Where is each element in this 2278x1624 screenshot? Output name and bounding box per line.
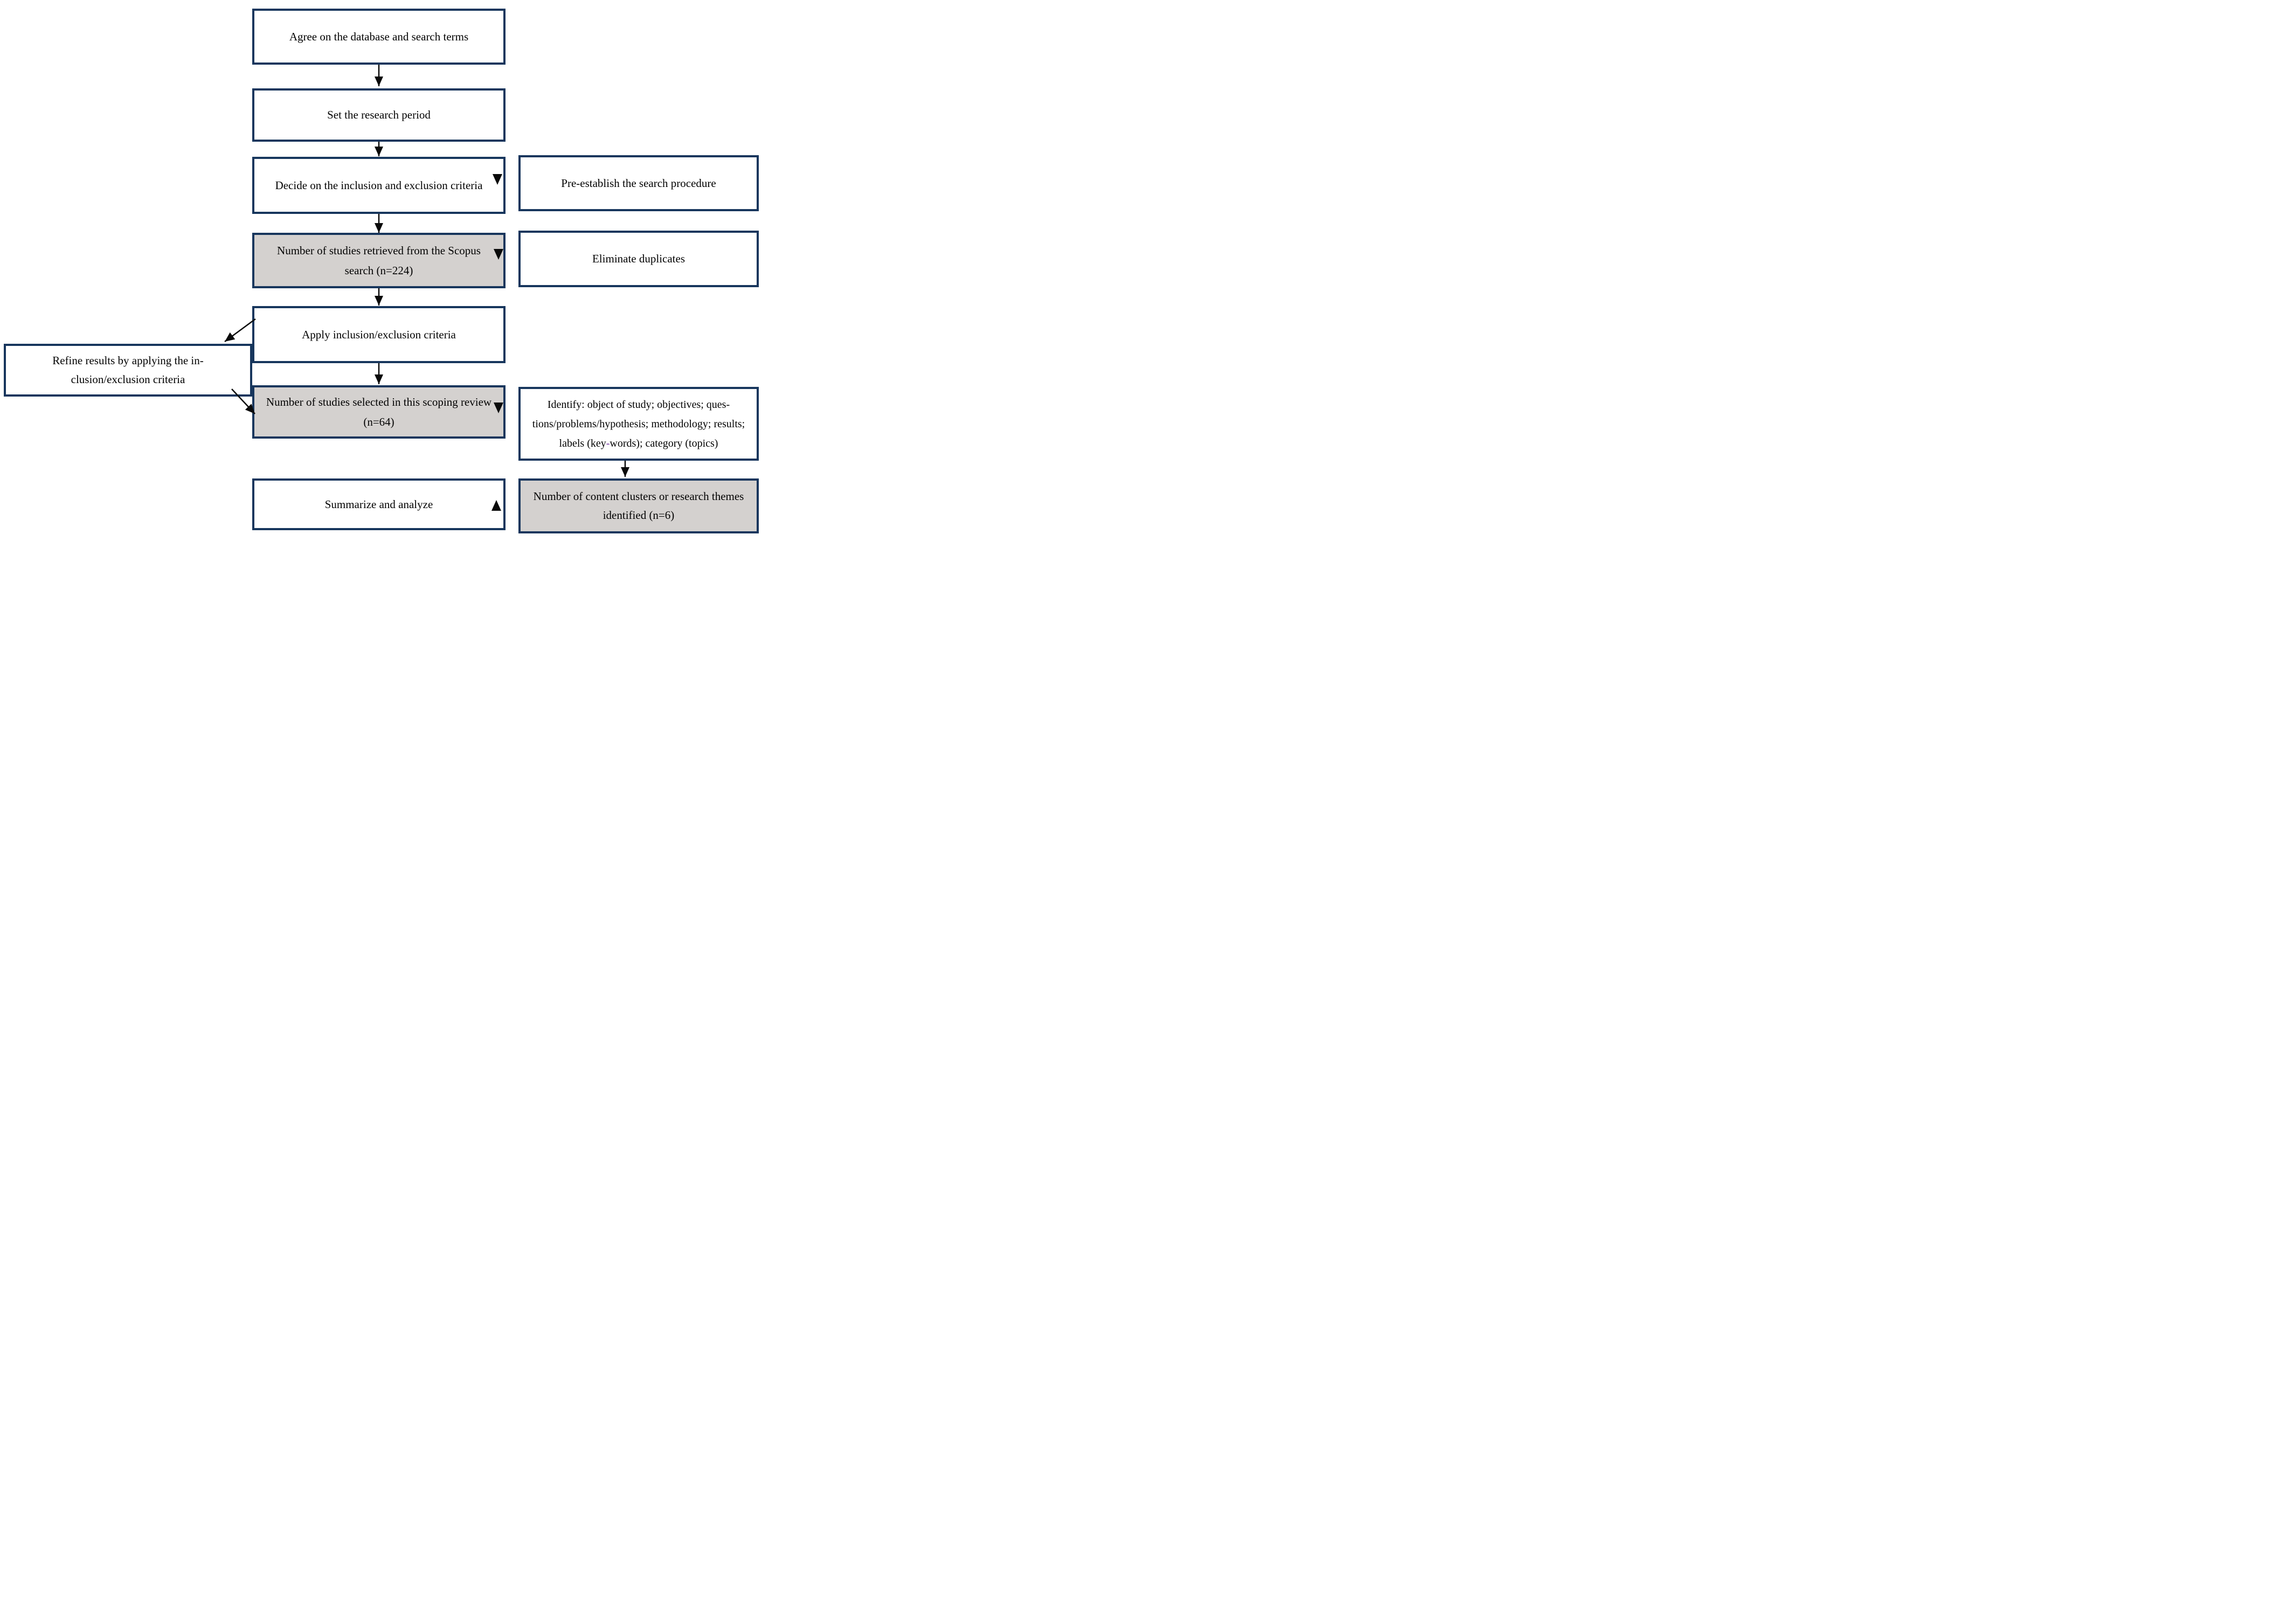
- arrow-apply-to-refine: [224, 318, 256, 343]
- box-label-line3: labels (key-words); category (topics): [559, 434, 718, 453]
- box-content-clusters-n6: Number of content clusters or research t…: [518, 478, 759, 533]
- box-label-line3-right: words); category (topics): [610, 437, 718, 449]
- box-label-line2: identified (n=6): [603, 509, 675, 522]
- box-label-line2: (n=64): [363, 415, 394, 428]
- box-label-line2: search (n=224): [344, 263, 413, 277]
- box-label-line1: Number of content clusters or research t…: [533, 490, 744, 503]
- keywords-hyphen: -: [606, 437, 610, 449]
- box-label: Apply inclusion/exclusion criteria: [302, 328, 456, 341]
- box-label: Summarize and analyze: [324, 497, 433, 511]
- box-eliminate-duplicates: Eliminate duplicates: [518, 231, 759, 287]
- box-label-line2: clusion/exclusion criteria: [71, 373, 185, 386]
- box-label-line3-left: labels (key: [559, 437, 606, 449]
- arrowhead-down-icon: [494, 402, 503, 413]
- box-decide-criteria: Decide on the inclusion and exclusion cr…: [252, 157, 506, 214]
- box-identify-elements: Identify: object of study; objectives; q…: [518, 387, 759, 461]
- box-refine-results: Refine results by applying the in- clusi…: [4, 344, 252, 397]
- box-label-line1: Refine results by applying the in-: [52, 354, 204, 367]
- box-label-line2: tions/problems/hypothesis; methodology; …: [532, 418, 745, 430]
- box-apply-criteria: Apply inclusion/exclusion criteria: [252, 306, 506, 363]
- arrowhead-up-icon: [491, 500, 501, 511]
- arrowhead-down-icon: [493, 174, 502, 185]
- box-summarize-analyze: Summarize and analyze: [252, 478, 506, 530]
- box-label: Decide on the inclusion and exclusion cr…: [275, 178, 483, 192]
- box-label-line1: Number of studies selected in this scopi…: [266, 395, 492, 408]
- box-label-line1: Identify: object of study; objectives; q…: [547, 398, 730, 411]
- box-set-research-period: Set the research period: [252, 88, 506, 142]
- scoping-review-flowchart: Agree on the database and search terms S…: [0, 0, 759, 542]
- box-studies-retrieved-n224: Number of studies retrieved from the Sco…: [252, 233, 506, 288]
- box-agree-database-terms: Agree on the database and search terms: [252, 9, 506, 65]
- box-label-line1: Number of studies retrieved from the Sco…: [277, 244, 481, 257]
- arrowhead-down-icon: [494, 249, 503, 260]
- box-pre-establish-procedure: Pre-establish the search procedure: [518, 155, 759, 211]
- box-label: Agree on the database and search terms: [289, 30, 469, 43]
- box-studies-selected-n64: Number of studies selected in this scopi…: [252, 385, 506, 439]
- box-label: Pre-establish the search procedure: [561, 176, 716, 190]
- box-label: Eliminate duplicates: [592, 252, 686, 265]
- box-label: Set the research period: [327, 108, 431, 121]
